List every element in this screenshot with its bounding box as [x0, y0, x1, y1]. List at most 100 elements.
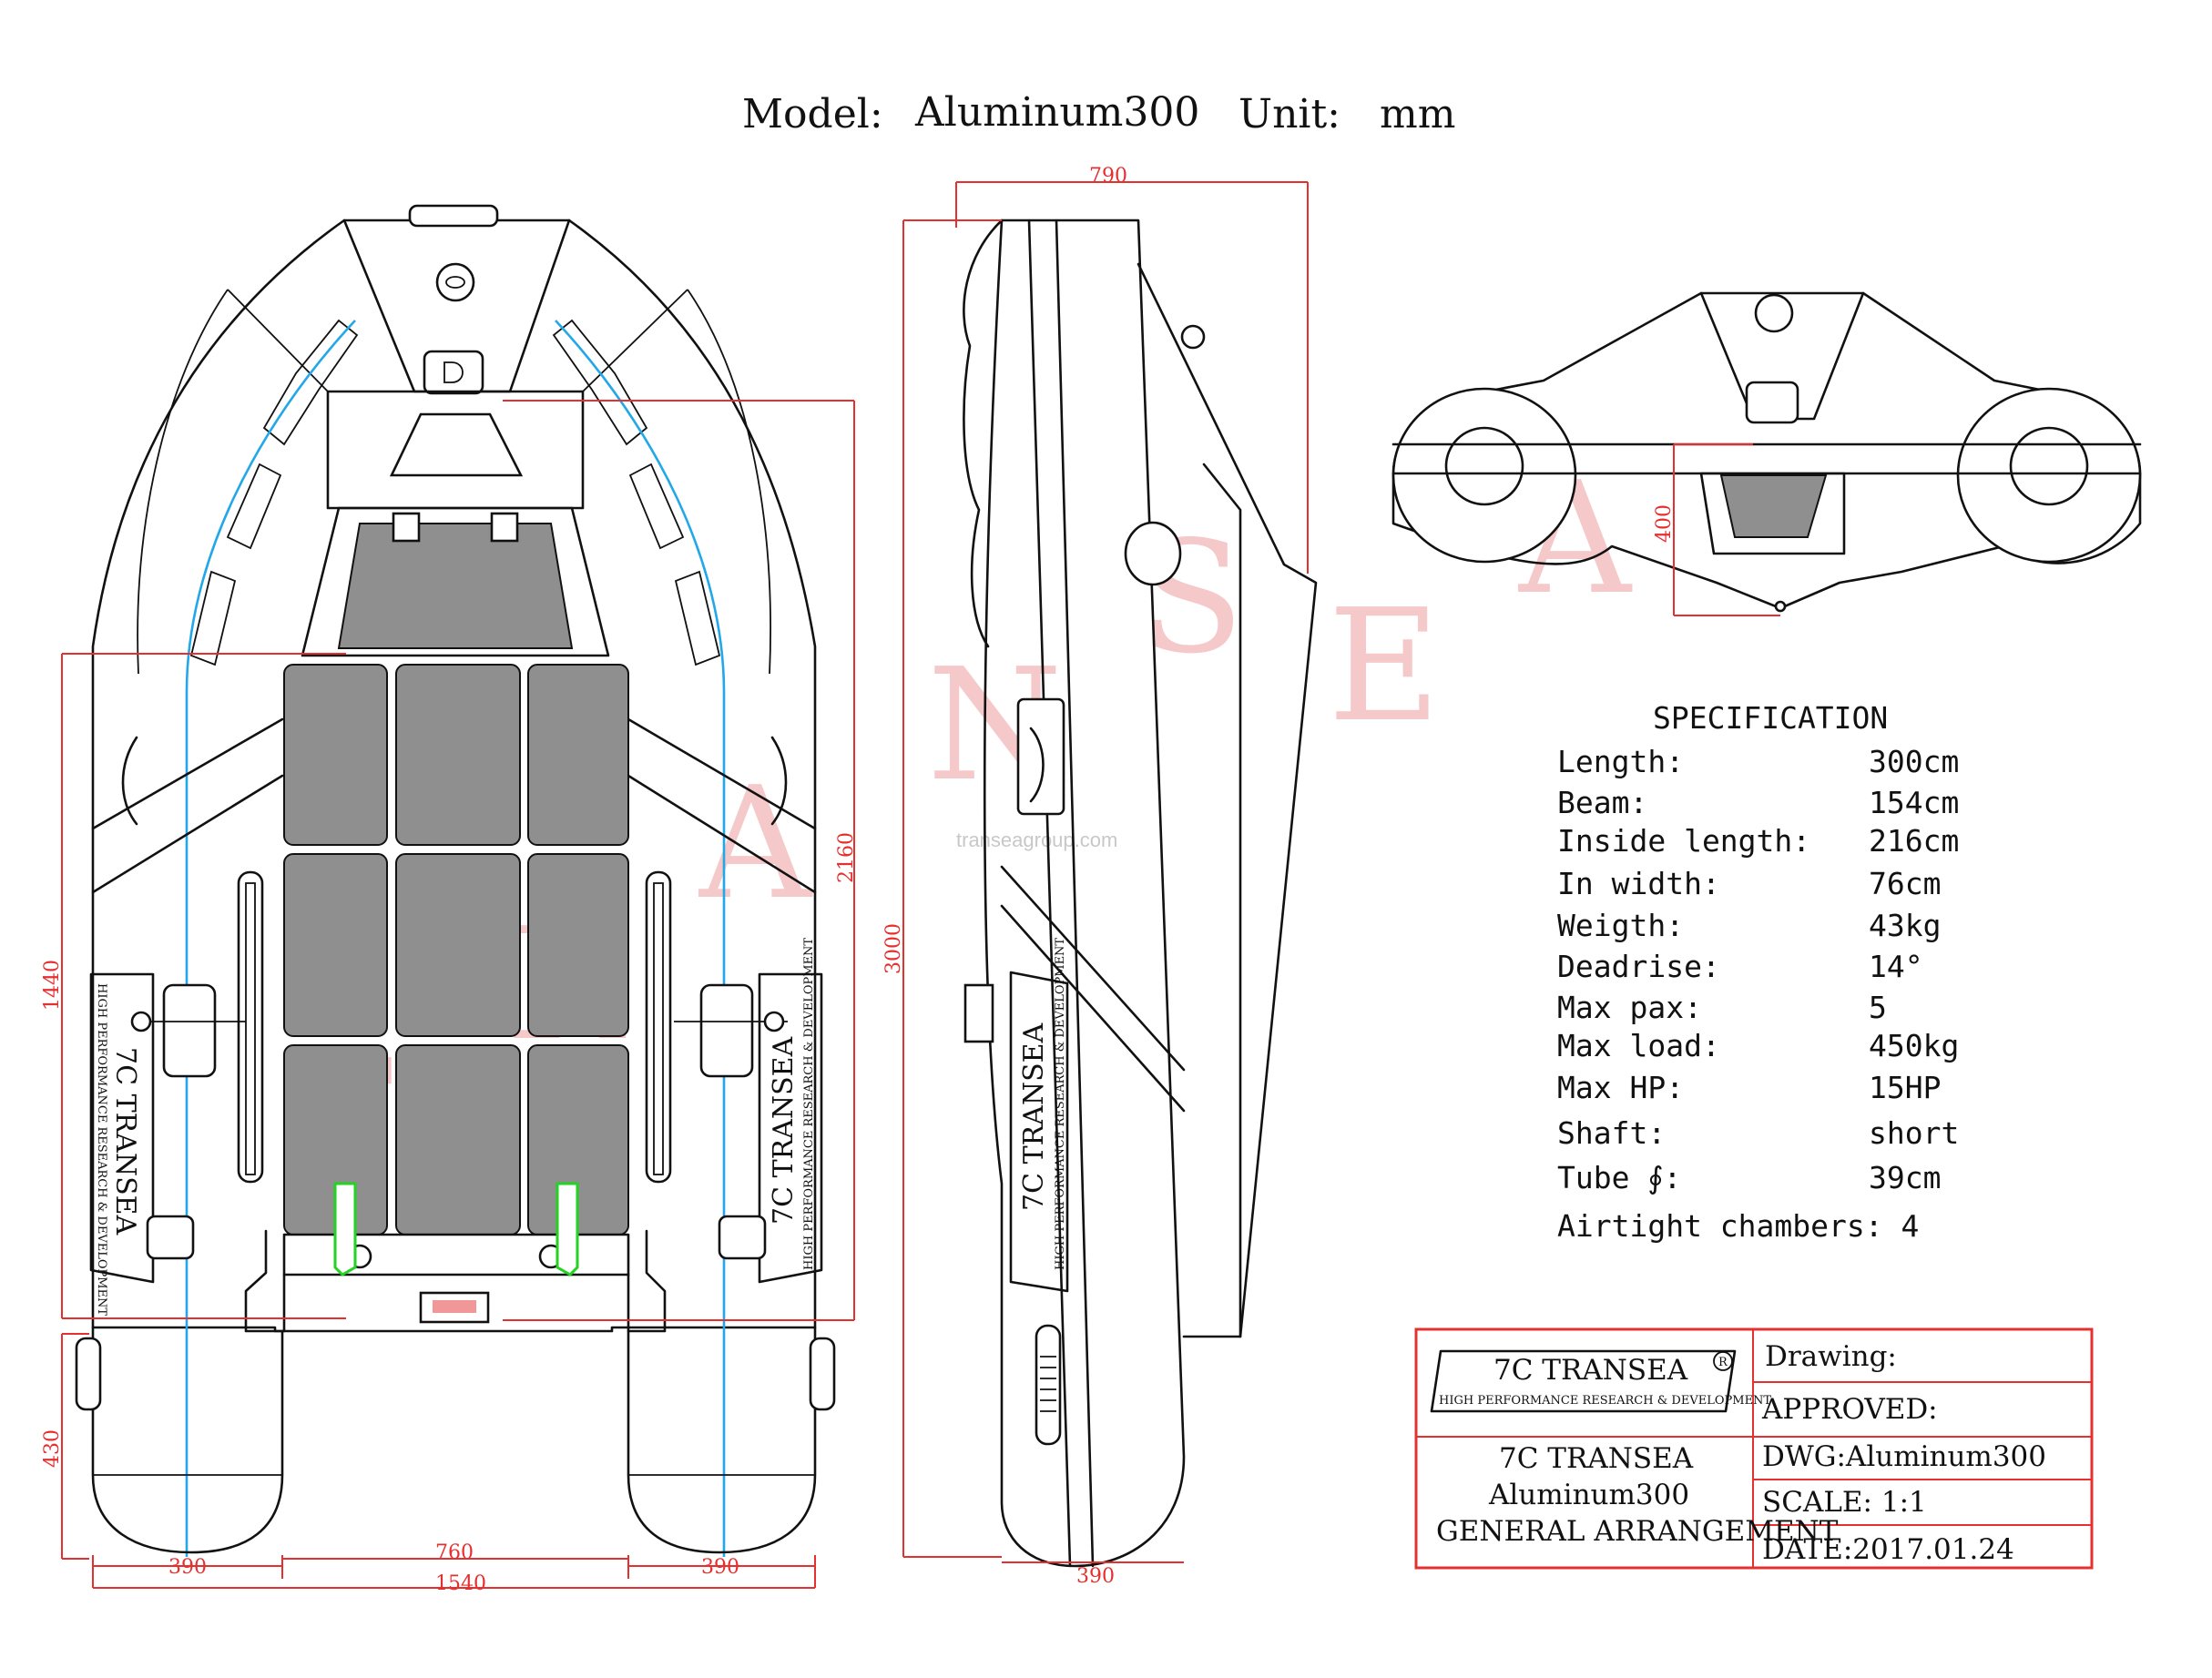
tb-desc-line: GENERAL ARRANGEMENT	[1436, 1515, 1839, 1548]
dim-floor-length: 1440	[41, 960, 64, 1011]
dim-side-tube: 390	[1076, 1565, 1115, 1588]
grab-handle-right-2	[628, 463, 685, 550]
tb-scale: SCALE: 1:1	[1762, 1486, 1927, 1519]
side-oarlock-icon	[963, 983, 994, 1043]
rub-strake-left	[91, 717, 284, 894]
spec-value: 450kg	[1869, 1028, 1959, 1063]
seat-clip-left	[392, 512, 421, 543]
stern-transom	[1699, 472, 1846, 555]
bow-locker	[326, 390, 585, 510]
bow-d-ring-plate	[423, 350, 484, 395]
floor-panel	[395, 664, 521, 846]
spec-value: 39cm	[1869, 1160, 1941, 1195]
floor-panel	[283, 853, 388, 1037]
bench-seat	[301, 506, 610, 657]
side-brand-tagline: HIGH PERFORMANCE RESEARCH & DEVELOPMENT	[1054, 938, 1067, 1270]
bow-hatch	[389, 412, 524, 477]
grab-handle-left-1	[262, 319, 359, 446]
tube-inner-edge	[137, 289, 771, 675]
unit-label: Unit:	[1239, 91, 1340, 137]
side-brand-text: 7C TRANSEA	[1018, 1022, 1050, 1211]
bow-handle	[408, 204, 499, 228]
brand-plate-right	[758, 972, 823, 1284]
grab-handle-right-3	[674, 570, 721, 666]
side-tube-outline	[983, 219, 1186, 1568]
stern-ring-right	[809, 1337, 836, 1411]
top-view-dimensions: 2160 1440 430 390 760 390 1540	[41, 400, 858, 1595]
spec-value: short	[1869, 1115, 1959, 1151]
drain-plug	[419, 1291, 490, 1324]
tb-approved-label: APPROVED:	[1761, 1393, 1938, 1426]
stern-handle-left	[333, 1182, 357, 1276]
dim-stern-height: 400	[1653, 504, 1676, 543]
side-hull-bottom	[1137, 262, 1318, 1338]
dim-tail-length: 430	[41, 1429, 64, 1468]
side-valve-icon	[1124, 521, 1182, 586]
spec-value: 300cm	[1869, 744, 1959, 779]
dim-inside-length: 2160	[835, 832, 858, 883]
model-value: Aluminum300	[914, 89, 1199, 136]
stern-handle-right	[556, 1182, 579, 1276]
logo-tagline: HIGH PERFORMANCE RESEARCH & DEVELOPMENT	[1439, 1394, 1771, 1408]
top-view: 7C TRANSEA HIGH PERFORMANCE RESEARCH & D…	[75, 204, 836, 1557]
tb-model-line: Aluminum300	[1488, 1479, 1689, 1511]
floor-panel	[527, 853, 629, 1037]
brand-plate-right-text: 7C TRANSEA	[768, 1036, 800, 1225]
oar-left	[237, 870, 264, 1184]
dim-side-length: 3000	[882, 923, 905, 974]
tb-dwg: DWG:Aluminum300	[1762, 1440, 2046, 1473]
stern-transom-mesh	[1719, 474, 1828, 538]
logo-brand: 7C TRANSEA	[1493, 1354, 1688, 1387]
brand-plate-left-text: 7C TRANSEA	[109, 1047, 141, 1236]
title-block: 7C TRANSEA HIGH PERFORMANCE RESEARCH & D…	[1414, 1327, 2094, 1570]
oar-right	[645, 870, 672, 1184]
spec-label: Inside length:	[1557, 823, 1810, 859]
dim-cone-right: 390	[701, 1556, 739, 1579]
side-bow-curve	[963, 219, 1004, 648]
spec-label: Weigth:	[1557, 908, 1684, 943]
side-brand-plate	[1009, 971, 1069, 1293]
stern-dimensions: 400	[1653, 443, 1780, 616]
bow-valve-icon	[435, 262, 475, 302]
side-diagonal-strakes	[1000, 865, 1186, 1113]
tb-company-line: 7C TRANSEA	[1499, 1442, 1694, 1475]
hull-outline	[91, 219, 817, 1333]
unit-value: mm	[1380, 91, 1455, 137]
floor-panel	[527, 664, 629, 846]
floor-panel	[395, 1044, 521, 1236]
registered-mark: R	[1718, 1356, 1728, 1369]
spec-value: 15HP	[1869, 1070, 1941, 1105]
brand-plate-left	[89, 972, 155, 1284]
spec-label: Tube ∮:	[1557, 1160, 1681, 1195]
spec-value: 5	[1869, 990, 1887, 1025]
floor-panel	[283, 664, 388, 846]
floor-panel	[395, 853, 521, 1037]
transom-bracket	[244, 1229, 667, 1333]
oarlock-right-icon	[699, 983, 754, 1078]
watermark-letter-3: A	[698, 754, 813, 934]
bow-valve-inner	[445, 276, 465, 289]
keel-line-right	[555, 320, 726, 1557]
spec-label: Shaft:	[1557, 1115, 1666, 1151]
spec-label: Max pax:	[1557, 990, 1702, 1025]
dim-total-beam: 1540	[435, 1572, 486, 1595]
spec-title: SPECIFICATION	[1653, 700, 1888, 736]
stern-valve-icon	[1754, 293, 1794, 333]
spec-airtight: Airtight chambers: 4	[1557, 1208, 1919, 1244]
spec-label: In width:	[1557, 866, 1720, 901]
brand-plate-right-tagline: HIGH PERFORMANCE RESEARCH & DEVELOPMENT	[802, 938, 816, 1270]
tb-date: DATE:2017.01.24	[1762, 1533, 2014, 1566]
spec-value: 154cm	[1869, 785, 1959, 820]
tb-drawing-label: Drawing:	[1765, 1340, 1897, 1373]
spec-value: 216cm	[1869, 823, 1959, 859]
grab-handle-left-3	[189, 570, 237, 666]
stern-ring-left	[75, 1337, 102, 1411]
grab-handle-right-1	[552, 319, 648, 446]
stern-d-ring-icon	[1745, 381, 1799, 424]
side-view-dimensions: 790 3000 390	[882, 165, 1309, 1588]
side-arc-marks	[121, 736, 788, 826]
floor	[282, 664, 630, 1276]
brand-plate-left-tagline: HIGH PERFORMANCE RESEARCH & DEVELOPMENT	[95, 983, 108, 1316]
oarlock-left-icon	[162, 983, 217, 1078]
